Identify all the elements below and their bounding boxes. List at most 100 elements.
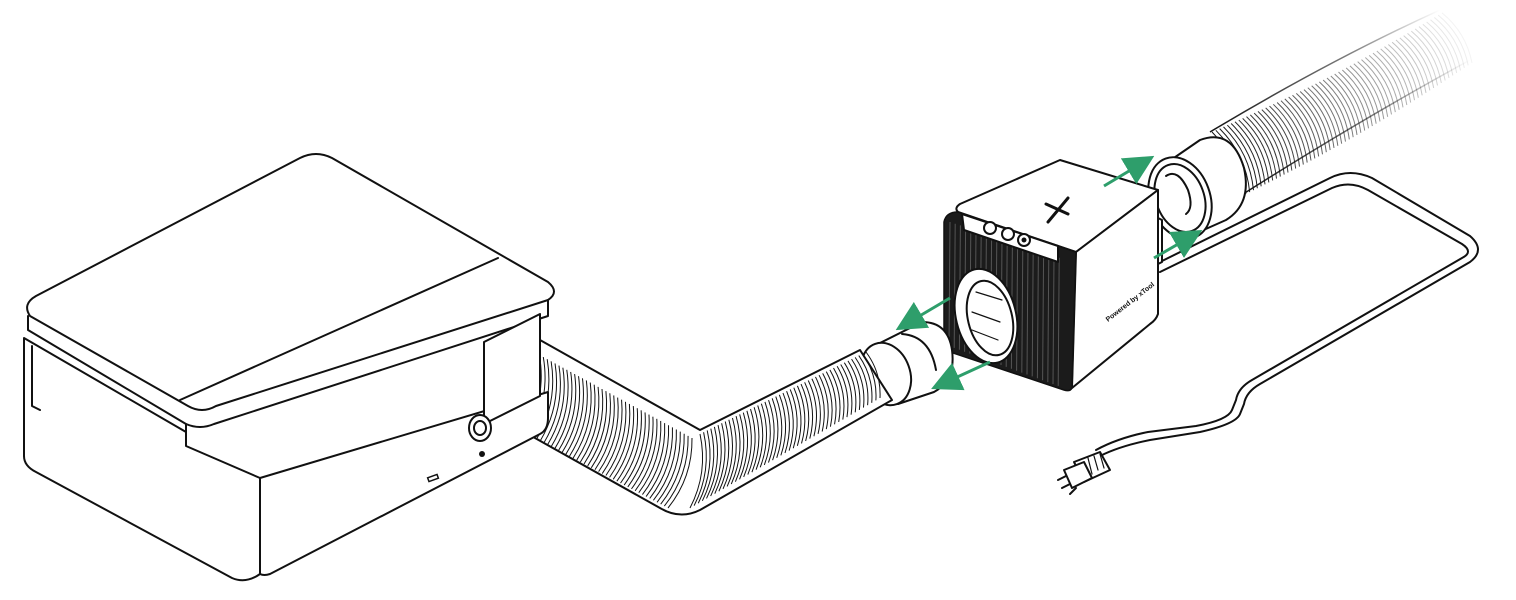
power-plug-icon xyxy=(1057,451,1111,495)
arrow-outlet-top xyxy=(1103,155,1155,188)
hose-rib xyxy=(1299,91,1331,151)
x-logo-icon xyxy=(1044,196,1070,224)
hose-rib xyxy=(1238,119,1270,183)
hose-rib xyxy=(689,433,704,509)
hose-rib xyxy=(1380,48,1412,103)
hose-rib xyxy=(1391,41,1423,96)
hose-rib xyxy=(1384,46,1415,101)
hose-rib xyxy=(782,392,790,454)
hose-rib xyxy=(1269,105,1300,167)
hose-rib xyxy=(1334,73,1366,131)
hose-rib xyxy=(804,382,814,439)
hose-rib xyxy=(1364,57,1396,113)
hose-rib xyxy=(1276,102,1308,163)
speed-button-icon xyxy=(1001,227,1015,241)
hose-rib xyxy=(825,371,837,425)
arrow-inlet-bottom xyxy=(931,360,991,391)
hose-rib xyxy=(1261,109,1293,171)
outlet-collar xyxy=(1147,136,1247,240)
hose-rib xyxy=(697,430,711,504)
hose-rib xyxy=(811,378,821,434)
hose-rib xyxy=(583,388,604,465)
hose-rib xyxy=(594,395,615,471)
hose-rib xyxy=(1322,79,1354,138)
hose-rib xyxy=(1368,54,1400,110)
hose-rib xyxy=(565,378,584,455)
hose-rib xyxy=(755,405,764,470)
hose-rib xyxy=(718,421,730,492)
grille-fin xyxy=(1057,257,1060,386)
hose-rib xyxy=(620,410,642,484)
side-port-icon xyxy=(468,414,492,457)
hose-rib xyxy=(579,386,600,463)
hose-rib xyxy=(722,419,733,490)
hose-rib xyxy=(747,408,756,475)
hose-rib xyxy=(1295,92,1327,153)
hose-rib xyxy=(726,417,737,487)
laser-engraver xyxy=(23,153,555,582)
hose-rib xyxy=(612,406,635,480)
hose-rib xyxy=(1292,94,1323,155)
hose-rib xyxy=(778,394,787,456)
hose-rib xyxy=(739,412,749,480)
hose-rib xyxy=(818,374,829,430)
hose-rib xyxy=(800,383,810,442)
hose-rib xyxy=(623,412,646,486)
hose-rib xyxy=(1315,83,1346,142)
hose-rib xyxy=(1361,59,1392,115)
hose-rib xyxy=(590,393,611,469)
hose-rib xyxy=(796,385,806,444)
flexible-duct-inlet xyxy=(492,335,893,516)
hose-rib xyxy=(598,397,619,472)
hose-rib xyxy=(1311,85,1343,144)
hose-rib xyxy=(1372,52,1404,108)
hose-rib xyxy=(1399,37,1431,91)
hose-rib xyxy=(710,424,722,497)
hose-rib xyxy=(1253,112,1285,175)
hose-rib xyxy=(865,351,881,399)
hose-rib xyxy=(851,358,865,408)
hose-rib xyxy=(861,353,877,401)
hose-rib xyxy=(1376,50,1408,106)
hose-rib xyxy=(656,431,681,503)
hose-rib xyxy=(539,363,558,442)
hose-rib xyxy=(663,435,689,507)
grille-fin xyxy=(953,223,956,348)
hose-rib xyxy=(568,380,588,457)
hose-rib xyxy=(631,416,654,490)
arrow-outlet-bottom xyxy=(1153,229,1203,260)
hose-rib xyxy=(1265,107,1297,169)
arrow-inlet-top xyxy=(895,296,951,331)
hose-rib xyxy=(807,380,817,437)
hose-rib xyxy=(561,376,581,453)
hose-rib xyxy=(554,371,573,449)
airflow-arrows xyxy=(895,155,1203,391)
hose-rib xyxy=(634,418,658,492)
hose-rib xyxy=(1388,44,1419,98)
hose-rib xyxy=(652,429,677,501)
hose-rib xyxy=(660,433,685,505)
hose-rib xyxy=(714,423,726,494)
hose-rib xyxy=(587,391,608,467)
hose-rib xyxy=(1326,77,1358,136)
inline-duct-fan: Powered by xTool xyxy=(943,159,1163,392)
hose-rib xyxy=(1249,114,1281,177)
grille-fin xyxy=(1036,250,1039,379)
hose-rib xyxy=(1307,87,1339,146)
hose-rib xyxy=(815,376,825,432)
hose-rib xyxy=(743,410,752,478)
hose-rib xyxy=(1226,124,1258,189)
hose-rib xyxy=(734,414,745,482)
hose-rib xyxy=(1280,100,1312,161)
grille-fin xyxy=(1042,252,1045,381)
hose-rib xyxy=(1230,123,1262,187)
hose-rib xyxy=(730,416,741,485)
hose-rib xyxy=(833,367,845,420)
hose-rib xyxy=(759,403,768,468)
hose-rib xyxy=(840,364,853,415)
hose-rib xyxy=(601,399,623,474)
hose-rib xyxy=(693,432,707,506)
hose-rib xyxy=(793,387,802,446)
hose-rib xyxy=(768,399,775,463)
hose-rib xyxy=(1272,103,1304,165)
